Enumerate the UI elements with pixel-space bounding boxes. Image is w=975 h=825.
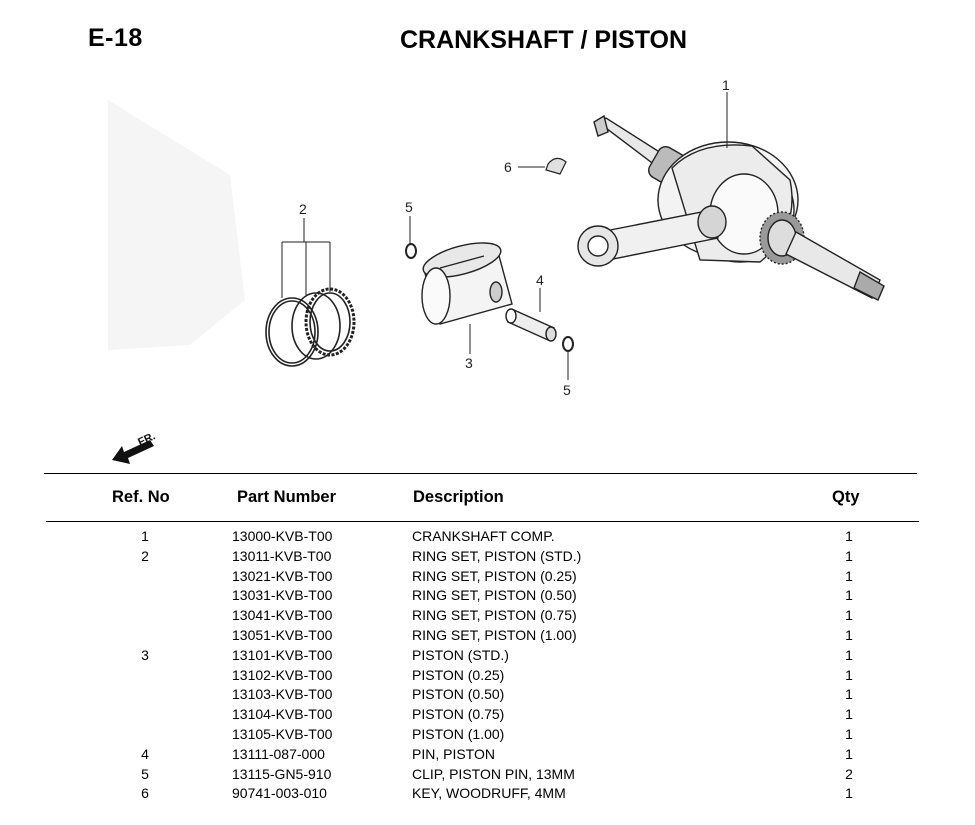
description-cell: PISTON (0.75) bbox=[412, 706, 505, 723]
qty-cell: 1 bbox=[845, 706, 853, 723]
part-number-cell: 13031-KVB-T00 bbox=[232, 587, 333, 604]
piston-ring-set-drawing bbox=[265, 287, 356, 367]
front-direction-label: FR. bbox=[136, 430, 157, 448]
ref-cell: 2 bbox=[141, 547, 149, 564]
table-row: 6 90741-003-010 KEY, WOODRUFF, 4MM 1 bbox=[0, 784, 975, 804]
qty-cell: 1 bbox=[845, 626, 853, 643]
qty-cell: 1 bbox=[845, 547, 853, 564]
callout-6: 6 bbox=[504, 159, 512, 175]
page-title: CRANKSHAFT / PISTON bbox=[400, 26, 688, 54]
ref-cell: 1 bbox=[141, 528, 149, 544]
part-number-cell: 13101-KVB-T00 bbox=[232, 646, 333, 663]
leader-lines-2 bbox=[281, 218, 331, 298]
part-number-cell: 90741-003-010 bbox=[232, 785, 327, 802]
description-cell: PIN, PISTON bbox=[412, 745, 495, 762]
callout-1: 1 bbox=[722, 77, 730, 93]
qty-cell: 1 bbox=[845, 528, 853, 544]
table-row: 13102-KVB-T00 PISTON (0.25) 1 bbox=[0, 666, 975, 686]
ref-cell: 5 bbox=[141, 765, 149, 782]
part-number-cell: 13011-KVB-T00 bbox=[232, 547, 332, 564]
part-number-cell: 13051-KVB-T00 bbox=[232, 626, 333, 643]
table-row: 13041-KVB-T00 RING SET, PISTON (0.75) 1 bbox=[0, 606, 975, 626]
crankshaft-drawing bbox=[577, 114, 885, 301]
ref-cell: 3 bbox=[141, 646, 149, 663]
piston-pin-clip-drawing-upper bbox=[405, 243, 417, 259]
qty-cell: 1 bbox=[845, 725, 853, 742]
exploded-parts-diagram: 1 2 3 4 5 5 6 FR. bbox=[108, 77, 885, 464]
callout-3: 3 bbox=[465, 355, 473, 371]
piston-pin-clip-drawing-lower bbox=[562, 336, 574, 352]
qty-cell: 1 bbox=[845, 666, 853, 683]
table-row: 13103-KVB-T00 PISTON (0.50) 1 bbox=[0, 685, 975, 705]
description-cell: PISTON (0.25) bbox=[412, 666, 505, 683]
ref-cell: 4 bbox=[141, 745, 149, 762]
table-row: 13105-KVB-T00 PISTON (1.00) 1 bbox=[0, 725, 975, 745]
table-row: 3 13101-KVB-T00 PISTON (STD.) 1 bbox=[0, 646, 975, 666]
callout-5-lower: 5 bbox=[563, 382, 571, 398]
description-cell: RING SET, PISTON (0.25) bbox=[412, 567, 577, 584]
table-row: 2 13011-KVB-T00 RING SET, PISTON (STD.) 1 bbox=[0, 547, 975, 567]
part-number-cell: 13000-KVB-T00 bbox=[232, 528, 333, 544]
page-code: E-18 bbox=[88, 24, 143, 52]
part-number-cell: 13104-KVB-T00 bbox=[232, 706, 333, 723]
front-direction-arrow-icon: FR. bbox=[112, 430, 157, 464]
woodruff-key-drawing bbox=[545, 157, 567, 175]
parts-table-body: 1 13000-KVB-T00 CRANKSHAFT COMP. 1 2 13011-KV… bbox=[0, 527, 975, 804]
description-cell: KEY, WOODRUFF, 4MM bbox=[412, 785, 566, 802]
column-header-description: Description bbox=[413, 488, 504, 506]
part-number-cell: 13111-087-000 bbox=[232, 745, 325, 762]
qty-cell: 1 bbox=[845, 607, 853, 624]
part-number-cell: 13105-KVB-T00 bbox=[232, 725, 333, 742]
table-row: 4 13111-087-000 PIN, PISTON 1 bbox=[0, 745, 975, 765]
table-header-rule bbox=[46, 521, 919, 522]
description-cell: RING SET, PISTON (1.00) bbox=[412, 626, 577, 643]
qty-cell: 2 bbox=[845, 765, 853, 782]
diagram-background-shade bbox=[108, 100, 245, 350]
table-row: 13021-KVB-T00 RING SET, PISTON (0.25) 1 bbox=[0, 567, 975, 587]
description-cell: PISTON (0.50) bbox=[412, 686, 505, 703]
qty-cell: 1 bbox=[845, 646, 853, 663]
qty-cell: 1 bbox=[845, 587, 853, 604]
callout-5-upper: 5 bbox=[405, 199, 413, 215]
column-header-ref: Ref. No bbox=[112, 488, 170, 506]
description-cell: PISTON (STD.) bbox=[412, 646, 509, 663]
part-number-cell: 13102-KVB-T00 bbox=[232, 666, 333, 683]
description-cell: PISTON (1.00) bbox=[412, 725, 505, 742]
callout-4: 4 bbox=[536, 272, 544, 288]
table-row: 1 13000-KVB-T00 CRANKSHAFT COMP. 1 bbox=[0, 527, 975, 547]
table-top-rule bbox=[44, 473, 917, 474]
description-cell: RING SET, PISTON (0.50) bbox=[412, 587, 577, 604]
callout-2: 2 bbox=[299, 201, 307, 217]
qty-cell: 1 bbox=[845, 567, 853, 584]
description-cell: CRANKSHAFT COMP. bbox=[412, 528, 555, 544]
qty-cell: 1 bbox=[845, 785, 853, 802]
column-header-part-number: Part Number bbox=[237, 488, 337, 506]
table-row: 13104-KVB-T00 PISTON (0.75) 1 bbox=[0, 705, 975, 725]
table-row: 13031-KVB-T00 RING SET, PISTON (0.50) 1 bbox=[0, 586, 975, 606]
table-row: 5 13115-GN5-910 CLIP, PISTON PIN, 13MM 2 bbox=[0, 765, 975, 785]
description-cell: CLIP, PISTON PIN, 13MM bbox=[412, 765, 575, 782]
column-header-qty: Qty bbox=[832, 488, 860, 506]
part-number-cell: 13041-KVB-T00 bbox=[232, 607, 333, 624]
description-cell: RING SET, PISTON (STD.) bbox=[412, 547, 582, 564]
part-number-cell: 13115-GN5-910 bbox=[232, 765, 332, 782]
ref-cell: 6 bbox=[141, 785, 149, 802]
part-number-cell: 13021-KVB-T00 bbox=[232, 567, 333, 584]
piston-pin-drawing bbox=[505, 308, 557, 342]
table-row: 13051-KVB-T00 RING SET, PISTON (1.00) 1 bbox=[0, 626, 975, 646]
qty-cell: 1 bbox=[845, 686, 853, 703]
part-number-cell: 13103-KVB-T00 bbox=[232, 686, 333, 703]
piston-drawing bbox=[421, 242, 513, 325]
qty-cell: 1 bbox=[845, 745, 853, 762]
description-cell: RING SET, PISTON (0.75) bbox=[412, 607, 577, 624]
